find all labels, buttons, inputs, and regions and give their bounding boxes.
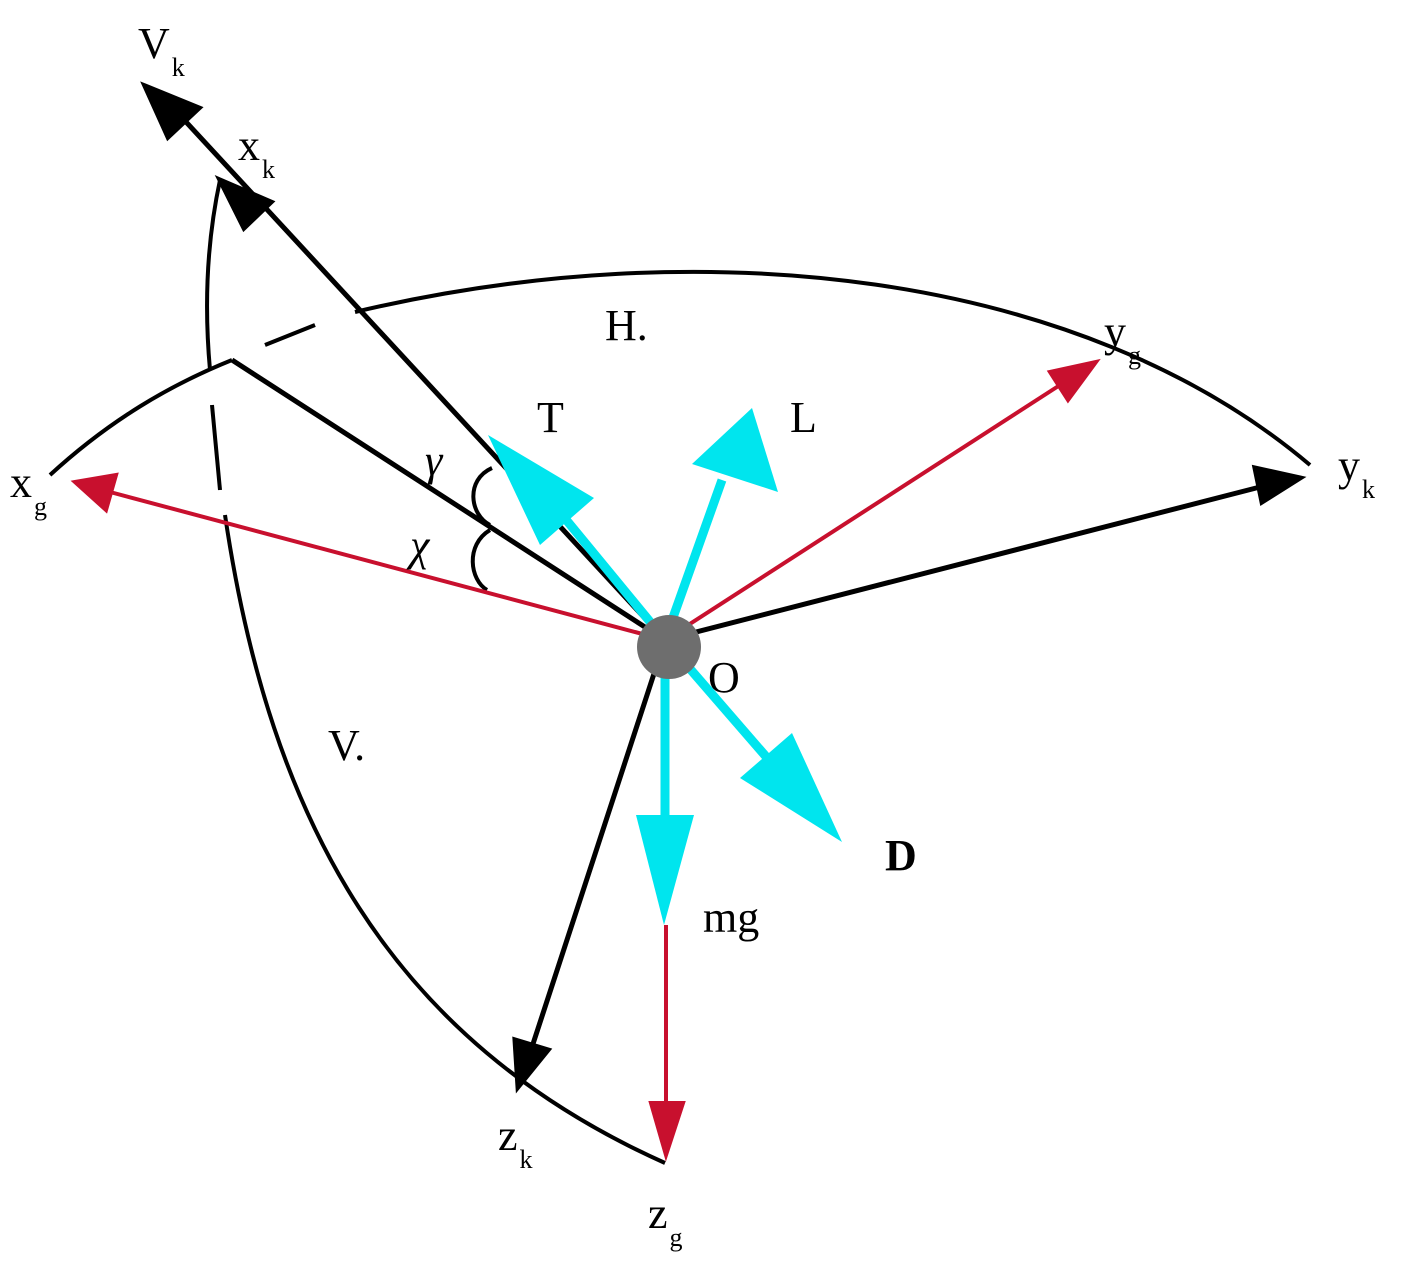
xk-arrowhead	[214, 174, 276, 233]
horizontal-plane-arc	[354, 269, 1312, 467]
weight-label: mg	[703, 893, 759, 942]
ground-axes	[70, 358, 1101, 1162]
chi-label: χ	[406, 521, 431, 570]
yg-arrowhead	[1046, 358, 1101, 404]
horizontal-projection-line	[230, 357, 667, 643]
weight-arrowhead	[636, 815, 694, 925]
lift-label: L	[790, 393, 817, 442]
zk-axis-line	[528, 639, 668, 1051]
vk-label: Vk	[138, 19, 185, 82]
vk-arrowhead	[140, 81, 204, 142]
xg-label: xg	[10, 458, 47, 521]
horizontal-plane-label: H.	[605, 301, 648, 350]
xg-arrowhead	[70, 472, 119, 514]
forces	[488, 408, 842, 925]
thrust-label: T	[537, 393, 564, 442]
yg-label: yg	[1104, 307, 1141, 370]
origin-label: O	[708, 653, 740, 702]
gamma-label: γ	[425, 436, 444, 485]
zk-arrowhead	[512, 1036, 553, 1094]
yk-axis-line	[664, 484, 1261, 643]
vertical-plane-arc-lower	[223, 514, 666, 1165]
labels: Vk xk xg yg yk zk zg H. V. T L D mg O γ …	[10, 19, 1375, 1252]
drag-label: D	[885, 831, 917, 880]
lift-line	[660, 478, 727, 642]
xk-label: xk	[238, 121, 275, 184]
chi-angle-arc	[470, 528, 492, 592]
yk-label: yk	[1338, 441, 1375, 504]
yg-axis-line	[663, 383, 1062, 642]
thrust-arrowhead	[488, 435, 594, 545]
horizontal-plane-dash	[264, 323, 316, 347]
yk-arrowhead	[1251, 464, 1307, 507]
vertical-plane-arc-upper	[205, 179, 222, 371]
xg-axis-line	[109, 490, 666, 642]
vertical-plane-label: V.	[328, 721, 365, 770]
plane-curves	[48, 179, 1312, 1165]
drag-arrowhead	[740, 733, 842, 842]
lift-arrowhead	[692, 408, 778, 492]
zg-arrowhead	[648, 1101, 686, 1162]
zg-label: zg	[648, 1189, 683, 1252]
zk-label: zk	[498, 1111, 533, 1174]
kinematic-axes	[140, 81, 1307, 1094]
vertical-plane-dash	[210, 404, 222, 491]
left-plane-arc	[48, 358, 233, 477]
origin-point	[637, 615, 701, 679]
